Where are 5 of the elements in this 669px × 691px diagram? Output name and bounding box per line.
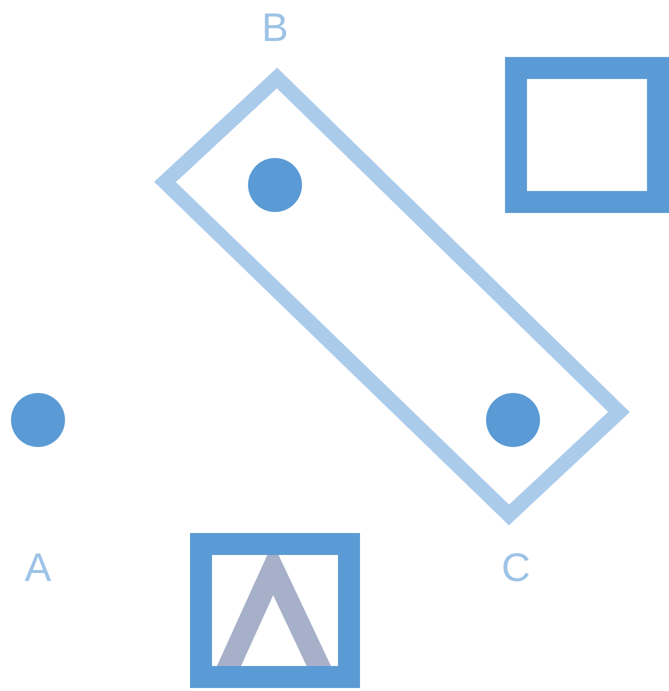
point-label: C bbox=[502, 548, 530, 588]
square-outline bbox=[505, 57, 669, 213]
point-label: A bbox=[24, 548, 52, 588]
square-outline bbox=[190, 533, 360, 688]
point-label: B bbox=[262, 8, 288, 48]
